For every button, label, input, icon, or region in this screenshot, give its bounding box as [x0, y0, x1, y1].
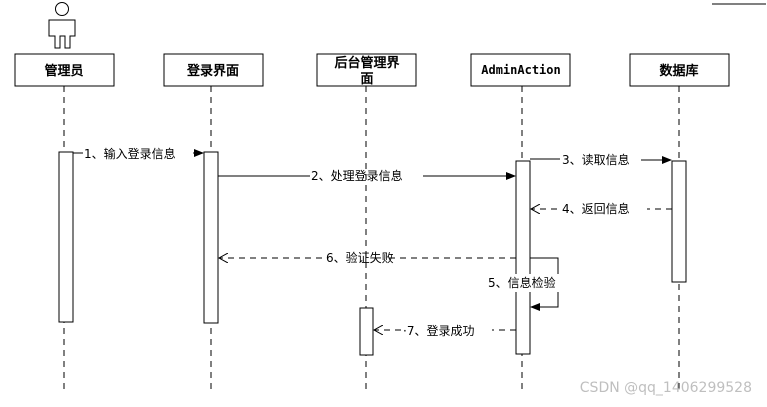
- participant-label-line-1: 后台管理界: [334, 55, 399, 71]
- participant-label: AdminAction: [481, 63, 560, 77]
- message-label: 4、返回信息: [562, 201, 630, 216]
- message-label: 3、读取信息: [562, 152, 630, 167]
- actor-icon: [48, 2, 76, 49]
- activation-admin: [58, 151, 74, 323]
- participant-backend-ui: 后台管理界 面: [316, 53, 417, 87]
- message-2: 2、处理登录信息: [218, 168, 516, 183]
- participant-label-line-2: 面: [360, 72, 373, 87]
- message-label: 5、信息检验: [488, 275, 556, 290]
- participant-label: 管理员: [44, 63, 83, 79]
- message-label: 2、处理登录信息: [311, 168, 403, 183]
- watermark: CSDN @qq_1406299528: [580, 380, 752, 396]
- message-5: 5、信息检验: [486, 257, 572, 311]
- message-label: 6、验证失败: [326, 250, 394, 265]
- message-4: 4、返回信息: [531, 201, 672, 216]
- message-3: 3、读取信息: [530, 152, 672, 167]
- message-6: 6、验证失败: [219, 250, 516, 265]
- participant-database: 数据库: [629, 53, 730, 87]
- participant-login-ui: 登录界面: [163, 53, 264, 87]
- message-1: 1、输入登录信息: [73, 146, 204, 161]
- participant-admin: 管理员: [14, 53, 115, 87]
- activation-backend-ui: [359, 307, 374, 356]
- activation-database: [671, 160, 687, 283]
- participant-label: 登录界面: [186, 63, 239, 79]
- activation-login-ui: [203, 151, 219, 324]
- message-label: 1、输入登录信息: [84, 146, 176, 161]
- participant-label: 数据库: [659, 63, 698, 79]
- participant-admin-action: AdminAction: [470, 53, 571, 87]
- activation-admin-action: [515, 160, 531, 355]
- message-7: ·7、登录成功: [374, 323, 516, 338]
- activation-bars: [58, 151, 687, 356]
- message-label: ·7、登录成功: [403, 323, 474, 338]
